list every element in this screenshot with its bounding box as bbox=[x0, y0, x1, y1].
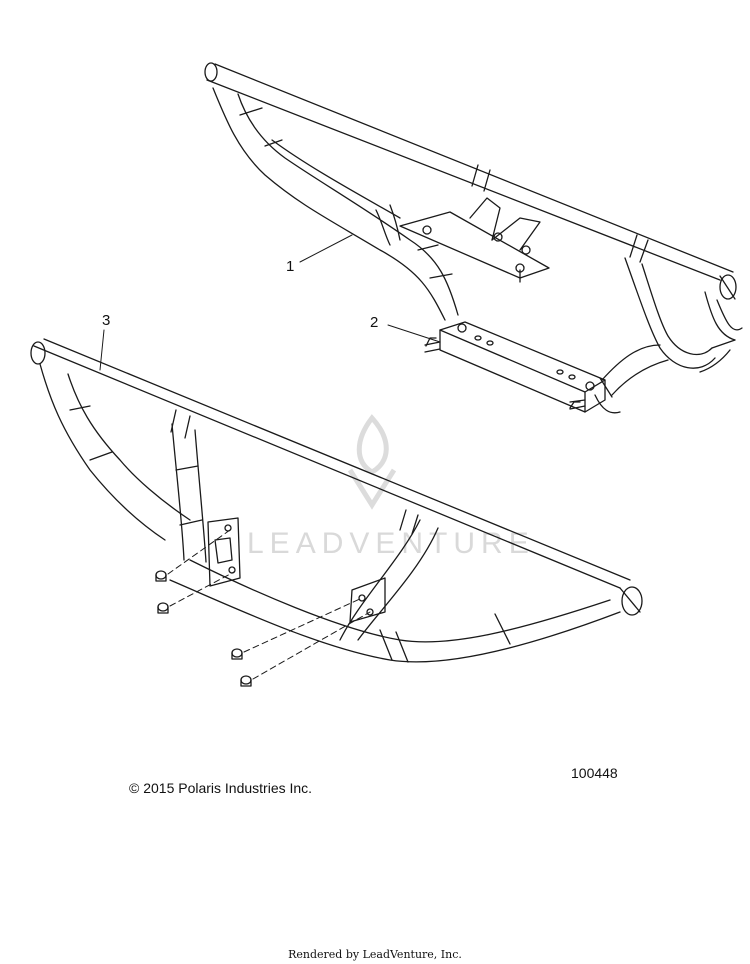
leader-lines bbox=[99, 234, 441, 371]
bolts bbox=[155, 337, 581, 687]
bolt-icon bbox=[155, 570, 167, 582]
bolt-icon bbox=[231, 648, 243, 660]
callout-2: 2 bbox=[370, 314, 379, 331]
callout-1: 1 bbox=[286, 258, 295, 275]
stud-icon bbox=[569, 401, 581, 409]
watermark-text: LEADVENTURE bbox=[247, 527, 535, 560]
bolt-icon bbox=[157, 602, 169, 614]
figure-number: 100448 bbox=[571, 765, 618, 781]
flame-logo-icon bbox=[347, 414, 397, 510]
bolt-icon bbox=[240, 675, 252, 687]
callout-3: 3 bbox=[102, 312, 111, 329]
footer-credit: Rendered by LeadVenture, Inc. bbox=[288, 948, 462, 961]
stud-icon bbox=[425, 337, 437, 347]
part-1-upper-bumper bbox=[204, 62, 743, 414]
assembly-lines bbox=[167, 529, 371, 680]
part-3-front-bumper bbox=[30, 338, 643, 663]
copyright-text: © 2015 Polaris Industries Inc. bbox=[129, 780, 313, 796]
part-2-mount-bracket bbox=[424, 321, 606, 413]
watermark: LEADVENTURE bbox=[247, 414, 535, 560]
